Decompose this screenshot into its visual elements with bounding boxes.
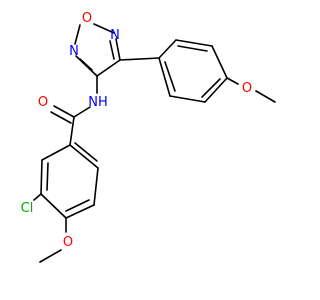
bond-carbonyl-double-a [53,105,75,118]
bond-ph1-b [175,39,213,47]
bond-ph2-to-cl [33,193,42,201]
bond-ring-c-c [96,59,121,77]
bond-ph2-e [40,159,43,195]
bond-ph1-d [204,77,228,103]
atom-amide-nh: NH [88,95,108,110]
bond-ph1-b-double [177,45,208,52]
atom-ring-n-left: N [69,44,79,59]
molecule-structure: O N N NH O O Cl O [0,0,300,300]
atom-ring-n-right: N [110,28,120,43]
bond-ph1-to-o [226,77,239,85]
atom-ring-o: O [82,11,92,26]
bond-nh-to-carbonyl [73,106,91,118]
bond-carbonyl-to-ring [69,116,75,146]
bond-ph2-c [65,204,95,219]
bond-carbonyl-double-b [50,111,72,124]
atom-methoxy-o-bottom: O [63,235,73,250]
bond-ring-n-right-c [115,38,121,61]
canvas-background [0,0,300,300]
bond-ph1-f-double [164,61,176,92]
bond-ph2-e-double [46,162,49,191]
bond-ring-o-n-left [74,24,81,45]
bond-ph1-a [158,39,177,59]
atom-cl: Cl [21,201,34,216]
bond-ph2-a [69,144,99,169]
bond-ph1-d-double [201,78,221,98]
bond-o-to-methyl-bottom [39,249,62,263]
atom-carbonyl-o: O [38,95,48,110]
bond-ph2-f [41,144,71,161]
bonds [33,23,276,263]
atom-labels: O N N NH O O Cl O [21,11,252,250]
bond-o-to-methyl-right [255,90,276,103]
bond-ph2-d [40,193,67,219]
bond-ph2-b [93,167,99,206]
bond-ring-to-phenyl [119,57,160,61]
bond-ph2-a-double [74,142,98,162]
bond-ring-o-n-right [93,23,115,34]
bond-ph1-f [158,57,171,97]
bond-ph2-c-double [65,199,90,212]
bond-ring-c-n-left-double [79,58,93,71]
bond-ph1-e [169,95,206,103]
bond-ph1-c [211,45,228,79]
bond-ring-n-right-c-double [109,40,115,60]
atom-methoxy-o-right: O [242,81,252,96]
